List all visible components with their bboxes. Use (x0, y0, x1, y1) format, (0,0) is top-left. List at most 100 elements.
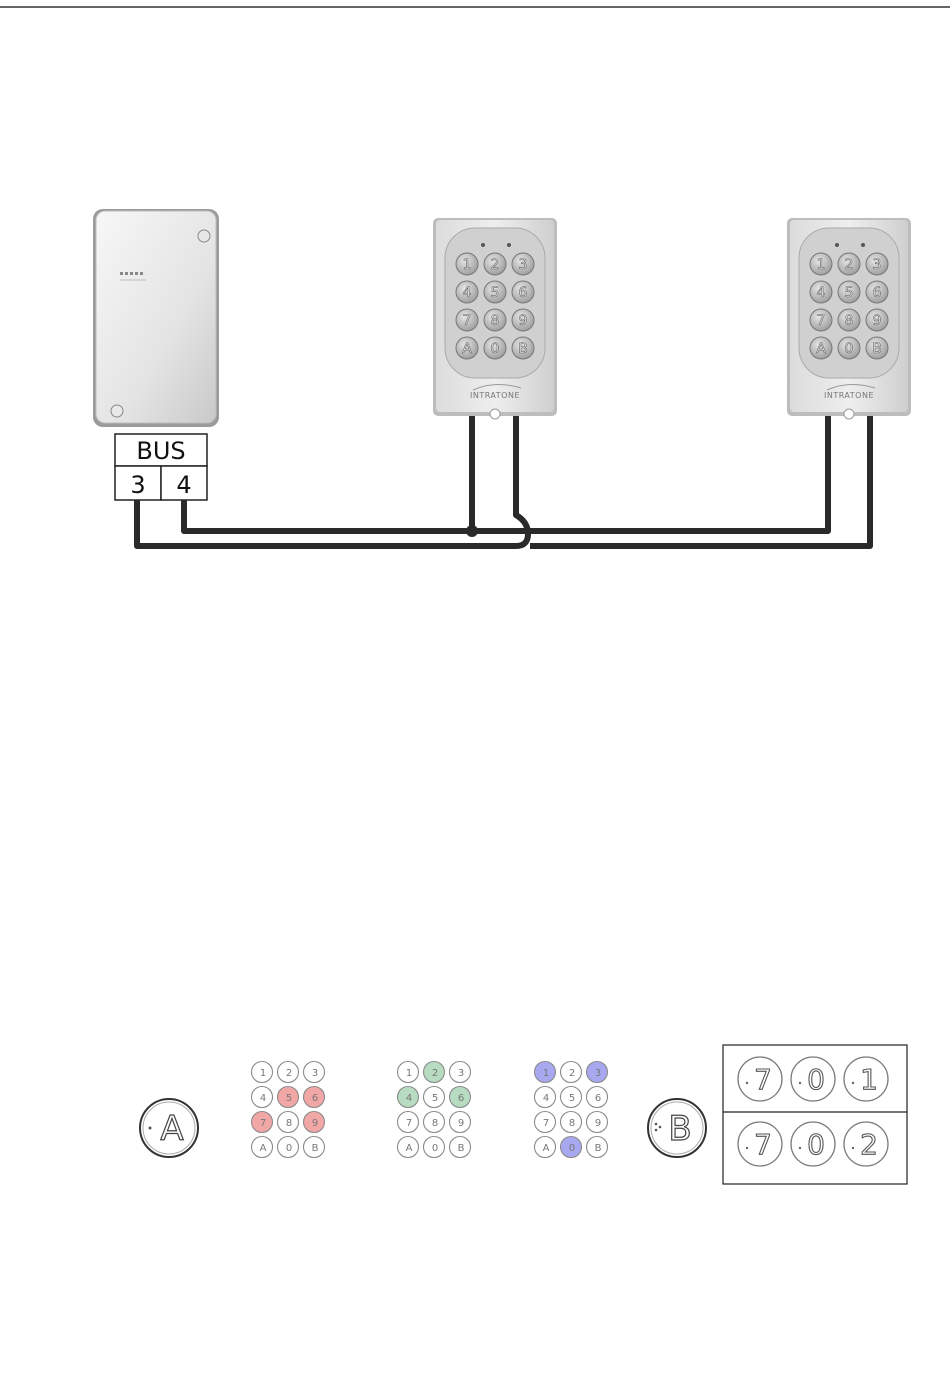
mini-key-5: 5 (424, 1087, 445, 1108)
reader-key-9: 9 (512, 309, 534, 331)
reader-key-A: A (810, 337, 832, 359)
reader-key-4: 4 (456, 281, 478, 303)
svg-text:A: A (462, 341, 472, 357)
mini-key-0: 0 (561, 1137, 582, 1158)
mini-key-8: 8 (561, 1112, 582, 1133)
svg-text:2: 2 (491, 257, 500, 273)
svg-text:7: 7 (817, 313, 826, 329)
svg-text:2: 2 (569, 1068, 575, 1079)
svg-text:6: 6 (458, 1093, 464, 1104)
mini-key-9: 9 (304, 1112, 325, 1133)
svg-text:1: 1 (817, 257, 826, 273)
svg-text:7: 7 (463, 313, 472, 329)
mini-key-4: 4 (535, 1087, 556, 1108)
bus-terminal-block: BUS 3 4 (115, 434, 207, 500)
cable-terminal-4 (184, 416, 828, 531)
mini-key-B: B (450, 1137, 471, 1158)
svg-text:4: 4 (406, 1093, 412, 1104)
svg-text:0: 0 (491, 341, 500, 357)
svg-text:9: 9 (458, 1118, 464, 1129)
mini-key-7: 7 (398, 1112, 419, 1133)
svg-text:2: 2 (845, 257, 854, 273)
reader-key-8: 8 (484, 309, 506, 331)
mini-key-1: 1 (252, 1062, 273, 1083)
mini-key-9: 9 (450, 1112, 471, 1133)
svg-text:A: A (816, 341, 826, 357)
svg-text:6: 6 (595, 1093, 601, 1104)
svg-text:B: B (458, 1143, 465, 1154)
svg-text:1: 1 (406, 1068, 412, 1079)
mini-key-5: 5 (561, 1087, 582, 1108)
mini-keypad-red: 123456789A0B (252, 1062, 325, 1158)
bus-cables (137, 416, 870, 546)
mini-key-7: 7 (535, 1112, 556, 1133)
svg-text:6: 6 (312, 1093, 318, 1104)
svg-text:7: 7 (754, 1063, 772, 1096)
reader-key-7: 7 (810, 309, 832, 331)
mini-key-A: A (252, 1137, 273, 1158)
reader-logo: INTRATONE (470, 391, 520, 400)
svg-text:B: B (518, 341, 528, 357)
mini-key-2: 2 (561, 1062, 582, 1083)
reader-key-2: 2 (484, 253, 506, 275)
svg-text:5: 5 (491, 285, 500, 301)
mini-key-B: B (304, 1137, 325, 1158)
svg-text:9: 9 (312, 1118, 318, 1129)
svg-text:1: 1 (463, 257, 472, 273)
svg-text:2: 2 (860, 1128, 878, 1161)
mini-key-2: 2 (424, 1062, 445, 1083)
reader-key-0: 0 (838, 337, 860, 359)
terminal-3-label: 3 (130, 471, 145, 499)
svg-text:4: 4 (543, 1093, 549, 1104)
svg-text:A: A (260, 1143, 267, 1154)
code-key-7: 7 (738, 1057, 782, 1101)
mini-key-0: 0 (424, 1137, 445, 1158)
svg-text:8: 8 (845, 313, 854, 329)
svg-text:5: 5 (432, 1093, 438, 1104)
button-a: A (140, 1099, 198, 1157)
svg-text:8: 8 (432, 1118, 438, 1129)
svg-text:2: 2 (432, 1068, 438, 1079)
code-key-0: 0 (791, 1122, 835, 1166)
svg-text:6: 6 (519, 285, 528, 301)
svg-text:0: 0 (807, 1128, 825, 1161)
svg-text:B: B (312, 1143, 319, 1154)
mini-key-7: 7 (252, 1112, 273, 1133)
svg-text:1: 1 (260, 1068, 266, 1079)
screw-bottom-icon (111, 405, 123, 417)
mini-key-8: 8 (424, 1112, 445, 1133)
svg-text:0: 0 (432, 1143, 438, 1154)
reader-key-A: A (456, 337, 478, 359)
svg-text:3: 3 (595, 1068, 601, 1079)
svg-text:8: 8 (569, 1118, 575, 1129)
svg-text:7: 7 (754, 1128, 772, 1161)
svg-text:0: 0 (286, 1143, 292, 1154)
svg-text:0: 0 (807, 1063, 825, 1096)
bus-label: BUS (136, 437, 185, 465)
svg-text:9: 9 (873, 313, 882, 329)
svg-text:7: 7 (406, 1118, 412, 1129)
mini-key-3: 3 (450, 1062, 471, 1083)
reader-key-1: 1 (810, 253, 832, 275)
button-a-label: A (160, 1109, 183, 1149)
reader-key-1: 1 (456, 253, 478, 275)
cable-junction-icon (466, 525, 478, 537)
svg-text:0: 0 (845, 341, 854, 357)
mini-key-3: 3 (587, 1062, 608, 1083)
reader-key-3: 3 (512, 253, 534, 275)
svg-text:8: 8 (491, 313, 500, 329)
reader-key-B: B (866, 337, 888, 359)
svg-text:8: 8 (286, 1118, 292, 1129)
controller-unit (93, 209, 219, 427)
svg-text:B: B (872, 341, 882, 357)
reader-key-3: 3 (866, 253, 888, 275)
svg-text:3: 3 (873, 257, 882, 273)
reader-key-5: 5 (484, 281, 506, 303)
mini-key-4: 4 (398, 1087, 419, 1108)
mini-key-9: 9 (587, 1112, 608, 1133)
svg-text:1: 1 (860, 1063, 878, 1096)
svg-text:A: A (406, 1143, 413, 1154)
mini-key-6: 6 (304, 1087, 325, 1108)
